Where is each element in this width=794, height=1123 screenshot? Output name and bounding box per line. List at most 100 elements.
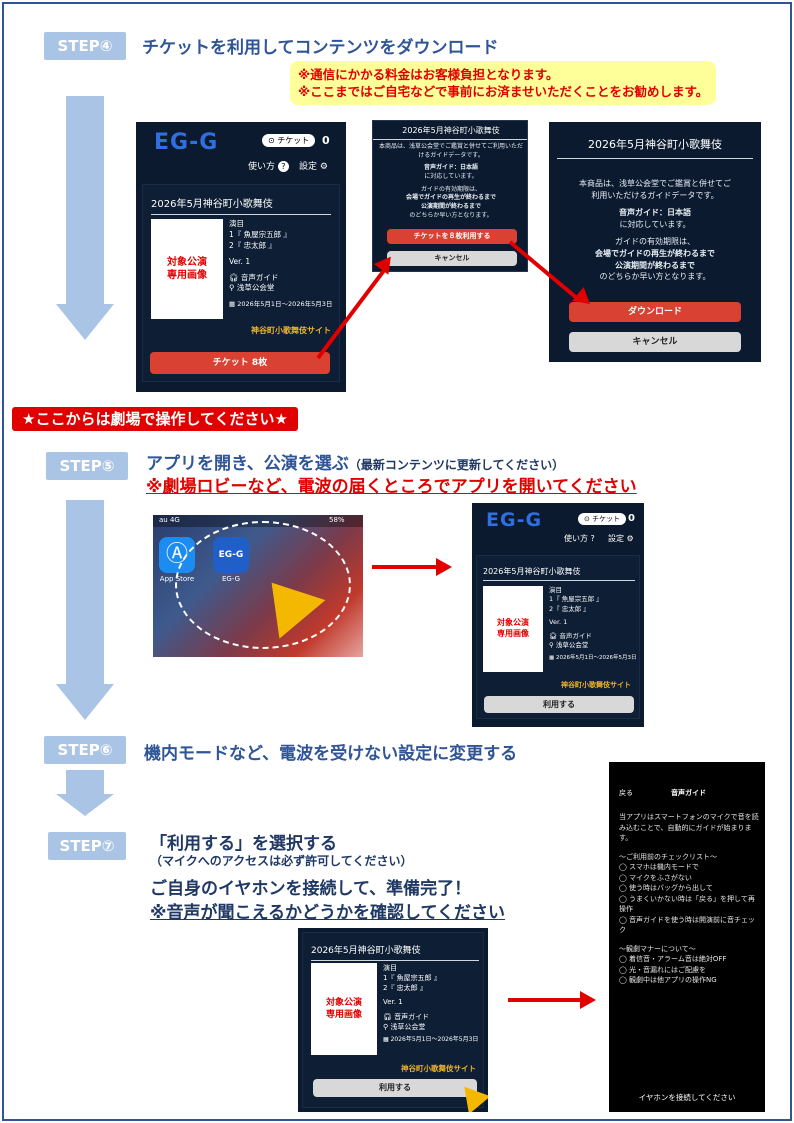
download-body4: ガイドの有効期限は、 <box>615 237 695 247</box>
calendar-icon: ▦ <box>229 300 236 309</box>
cost-note-line1: ※通信にかかる料金はお客様負担となります。 <box>298 67 559 82</box>
down-arrow-head-2 <box>56 684 114 720</box>
site-link-2[interactable]: 神谷町小歌舞伎サイト <box>561 681 631 689</box>
use-button-3[interactable]: 利用する <box>313 1079 477 1097</box>
performance-card[interactable]: 2026年5月神谷町小歌舞伎 対象公演専用画像 演目 1『 魚屋宗五郎 』 2『… <box>142 184 340 382</box>
manner-heading: ～観劇マナーについて～ <box>619 944 696 953</box>
help-icon: ? <box>277 161 289 172</box>
calendar-icon-3: ▦ <box>383 1035 389 1043</box>
performance-card-3[interactable]: 2026年5月神谷町小歌舞伎 対象公演専用画像 演目 1『 魚屋宗五郎 』 2『… <box>302 932 484 1108</box>
version: Ver. 1 <box>229 256 251 266</box>
placeholder-line1: 対象公演 <box>167 256 207 268</box>
cost-note: ※通信にかかる料金はお客様負担となります。 ※ここまではご自宅などで事前にお済ま… <box>290 61 717 105</box>
performance-info-2: 演目 1『 魚屋宗五郎 』 2『 忠太郎 』 Ver. 1 🎧︎ 音声ガイド ⚲… <box>549 586 639 663</box>
step6-title: 機内モードなど、電波を受けない設定に変更する <box>144 744 518 764</box>
program-heading-2: 演目 <box>549 586 562 594</box>
download-body2: 音声ガイド：日本語 <box>619 208 691 218</box>
ticket-icon: ⊙ <box>268 136 275 145</box>
location-icon-2: ⚲ <box>549 641 554 650</box>
ticket-icon-2: ⊙ <box>584 515 590 523</box>
dialog-body2: 音声ガイド：日本語 <box>423 164 478 172</box>
ticket-chip-label: チケット <box>277 136 310 145</box>
cancel-button-b[interactable]: キャンセル <box>387 251 517 266</box>
cancel-button-c[interactable]: キャンセル <box>569 332 741 352</box>
placeholder-line2-2: 専用画像 <box>497 629 529 638</box>
ticket-chip-2: ⊙ チケット <box>578 513 627 525</box>
use-button-2[interactable]: 利用する <box>484 696 634 713</box>
version-2: Ver. 1 <box>549 618 568 627</box>
guide-type-2: 音声ガイド <box>559 631 592 640</box>
status-battery: 58% <box>329 516 345 524</box>
performance-info-3: 演目 1『 魚屋宗五郎 』 2『 忠太郎 』 Ver. 1 🎧︎ 音声ガイド ⚲… <box>383 963 481 1045</box>
red-arrow-head <box>436 558 452 576</box>
manner-item: ◯ 光・音漏れにはご配慮を <box>619 965 707 974</box>
program-2-2: 2『 忠太郎 』 <box>549 604 590 613</box>
red-arrow-head-2 <box>580 991 596 1009</box>
down-arrow-head <box>56 304 114 340</box>
step4-badge: STEP④ <box>44 32 126 60</box>
download-body6: 公演期間が終わるまで <box>615 260 695 270</box>
download-dialog: 2026年5月神谷町小歌舞伎 本商品は、浅草公会堂でご鑑賞と併せてご利用いただけ… <box>549 122 761 362</box>
card-title-3: 2026年5月神谷町小歌舞伎 <box>311 943 479 961</box>
manner-item: ◯ 着信音・アラーム音は絶対OFF <box>619 955 727 963</box>
dialog-body7: のどちらか早い方となります。 <box>409 211 493 219</box>
back-button[interactable]: 戻る <box>619 789 633 797</box>
use-ticket-button[interactable]: チケットを８枚利用する <box>387 229 517 244</box>
download-body5: 会場でガイドの再生が終わるまで <box>595 248 715 258</box>
settings-label: 設定 <box>299 162 318 172</box>
card-title-2: 2026年5月神谷町小歌舞伎 <box>483 566 635 581</box>
program-1-3: 1『 魚屋宗五郎 』 <box>383 974 441 983</box>
download-dialog-title: 2026年5月神谷町小歌舞伎 <box>557 136 753 159</box>
performance-info: 演目 1『 魚屋宗五郎 』 2『 忠太郎 』 Ver. 1 🎧︎ 音声ガイド ⚲… <box>229 219 339 310</box>
program-2-3: 2『 忠太郎 』 <box>383 984 427 993</box>
howto-link[interactable]: 使い方 ? <box>248 159 289 172</box>
ticket-count: 0 <box>322 134 330 147</box>
howto-link-2[interactable]: 使い方 ? <box>564 533 595 544</box>
down-arrow-shaft-3 <box>66 770 104 796</box>
download-body1: 本商品は、浅草公会堂でご鑑賞と併せてご利用いただけるガイドデータです。 <box>579 179 731 200</box>
version-3: Ver. 1 <box>383 998 403 1007</box>
settings-link-2[interactable]: 設定 ⚙ <box>608 533 634 544</box>
performance-image-placeholder: 対象公演専用画像 <box>151 219 223 319</box>
down-arrow-shaft-2 <box>66 500 104 686</box>
placeholder-line2-3: 専用画像 <box>325 1010 362 1020</box>
settings-link[interactable]: 設定 ⚙ <box>299 159 328 172</box>
program-1: 1『 魚屋宗五郎 』 <box>229 229 292 239</box>
app-home-screen: EG-G ⊙ チケット 0 使い方 ? 設定 ⚙ 2026年5月神谷町小歌舞伎 … <box>136 122 346 392</box>
app-logo-2: EG-G <box>486 509 543 531</box>
red-arrow-shaft <box>372 565 438 569</box>
step7-line2: ご自身のイヤホンを接続して、準備完了！ <box>150 879 472 899</box>
dialog-body: 本商品は、浅草公会堂でご鑑賞と併せてご利用いただけるガイドデータです。 音声ガイ… <box>379 143 523 221</box>
gear-icon-2: ⚙ <box>626 534 634 543</box>
site-link[interactable]: 神谷町小歌舞伎サイト <box>251 326 331 335</box>
app-use-screen: 2026年5月神谷町小歌舞伎 対象公演専用画像 演目 1『 魚屋宗五郎 』 2『… <box>298 928 488 1112</box>
performance-image-placeholder-3: 対象公演専用画像 <box>311 963 377 1055</box>
settings-label-2: 設定 <box>608 534 624 543</box>
dates-3: 2026年5月1日～2026年5月3日 <box>390 1035 479 1043</box>
step5-title-text: アプリを開き、公演を選ぶ <box>146 454 349 474</box>
help-icon-2: ? <box>590 534 595 543</box>
guide-type: 音声ガイド <box>240 272 279 282</box>
guide-type-3: 音声ガイド <box>394 1012 430 1021</box>
guide-title: 音声ガイド <box>671 789 706 797</box>
step7-note: （マイクへのアクセスは必ず許可してください） <box>150 854 413 868</box>
location-icon-3: ⚲ <box>383 1022 389 1031</box>
check-item: ◯ 音声ガイドを使う時は開演前に音チェック <box>619 915 756 935</box>
ticket-button[interactable]: チケット 8枚 <box>150 352 330 374</box>
performance-image-placeholder-2: 対象公演専用画像 <box>483 586 543 672</box>
use-ticket-dialog: 2026年5月神谷町小歌舞伎 本商品は、浅草公会堂でご鑑賞と併せてご利用いただけ… <box>372 120 528 272</box>
venue: 浅草公会堂 <box>236 283 275 293</box>
location-icon: ⚲ <box>229 283 235 293</box>
check-heading: ～ご利用前のチェックリスト～ <box>619 852 717 861</box>
check-item: ◯ マイクをふさがない <box>619 873 692 882</box>
card-title: 2026年5月神谷町小歌舞伎 <box>151 195 331 215</box>
dates: 2026年5月1日～2026年5月3日 <box>237 300 333 309</box>
download-button[interactable]: ダウンロード <box>569 302 741 322</box>
gear-icon: ⚙ <box>319 162 328 172</box>
site-link-3[interactable]: 神谷町小歌舞伎サイト <box>401 1064 476 1073</box>
performance-card-2[interactable]: 2026年5月神谷町小歌舞伎 対象公演専用画像 演目 1『 魚屋宗五郎 』 2『… <box>476 555 640 719</box>
download-body7: のどちらか早い方となります。 <box>599 272 711 282</box>
calendar-icon-2: ▦ <box>549 654 555 661</box>
dialog-body4: ガイドの有効期限は、 <box>420 185 481 193</box>
program-1-2: 1『 魚屋宗五郎 』 <box>549 595 603 604</box>
